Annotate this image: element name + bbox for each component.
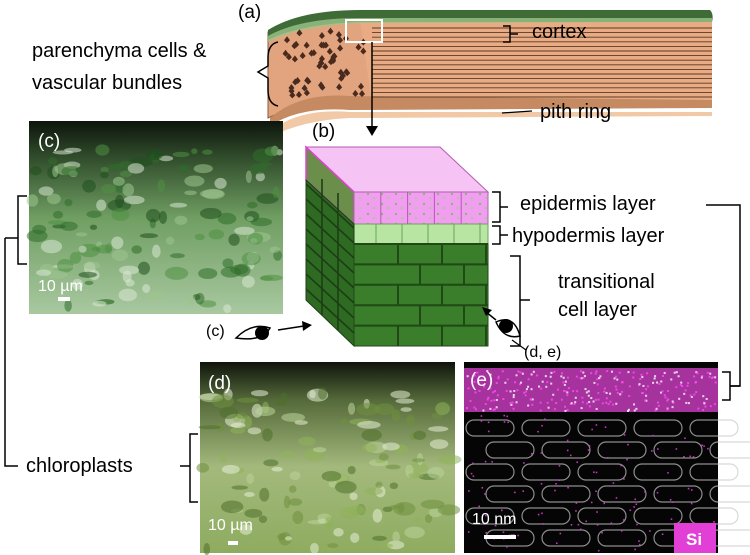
epidermis-to-e-connector	[706, 204, 741, 387]
panel-a-vascular-bundles	[282, 27, 367, 99]
epidermis-cells	[380, 192, 462, 224]
panel-label-e: (e)	[470, 370, 493, 391]
label-chloroplasts: chloroplasts	[26, 455, 133, 477]
panel-a-zoom-box	[345, 19, 383, 43]
view-de-arrow-head	[482, 307, 492, 316]
label-cortex: cortex	[532, 21, 586, 43]
panel-label-c: (c)	[38, 131, 60, 152]
scale-bar-c-label: 10 µm	[38, 278, 83, 295]
scale-bar-e-label: 10 nm	[472, 511, 516, 528]
label-view-de: (d, e)	[524, 344, 561, 361]
view-de-leader	[511, 339, 527, 351]
label-transitional-line1: transitional	[558, 271, 655, 293]
zoom-arrow-head	[366, 126, 378, 136]
label-pith-ring: pith ring	[540, 101, 611, 123]
panel-a-stem-section	[267, 10, 713, 136]
transitional-bracket	[510, 255, 530, 347]
panel-a-striations	[372, 27, 712, 98]
scale-bar-e	[484, 535, 516, 539]
si-badge-box	[674, 523, 716, 553]
label-hypodermis: hypodermis layer	[512, 225, 665, 247]
panel-c-texture	[26, 144, 283, 313]
eye-icon-view-c	[234, 325, 272, 340]
view-c-arrow-head	[302, 321, 312, 331]
hypodermis-bracket	[492, 225, 508, 245]
panel-c-bracket	[5, 195, 27, 265]
panel-e-texture	[465, 370, 750, 552]
label-transitional-line2: cell layer	[558, 299, 637, 321]
chloroplasts-connector	[4, 238, 18, 467]
hypodermis-cells	[375, 224, 481, 244]
transitional-cells	[354, 243, 488, 346]
eye-icon-view-de	[495, 319, 521, 338]
label-epidermis: epidermis layer	[520, 193, 656, 215]
parenchyma-bracket	[256, 41, 279, 107]
panel-d-bracket	[180, 433, 198, 503]
scale-bar-d	[228, 541, 238, 545]
label-view-c: (c)	[206, 323, 225, 340]
label-parenchyma-line2: vascular bundles	[32, 72, 182, 94]
side-face-cells	[305, 179, 355, 334]
epidermis-bracket	[492, 191, 508, 223]
scale-bar-c	[58, 297, 70, 301]
panel-b-cell-block	[304, 145, 490, 348]
panel-d-texture	[196, 387, 462, 555]
panel-e-bracket	[722, 371, 740, 401]
panel-label-b: (b)	[312, 121, 335, 142]
label-parenchyma-line1: parenchyma cells &	[32, 40, 207, 62]
view-c-arrow-line	[277, 325, 305, 331]
scale-bar-d-label: 10 µm	[208, 517, 253, 534]
panel-label-d: (d)	[208, 373, 231, 394]
pith-ring-leader	[501, 110, 533, 114]
panel-label-a: (a)	[238, 2, 261, 23]
si-badge-label: Si	[686, 530, 702, 549]
cortex-bracket	[503, 25, 518, 43]
